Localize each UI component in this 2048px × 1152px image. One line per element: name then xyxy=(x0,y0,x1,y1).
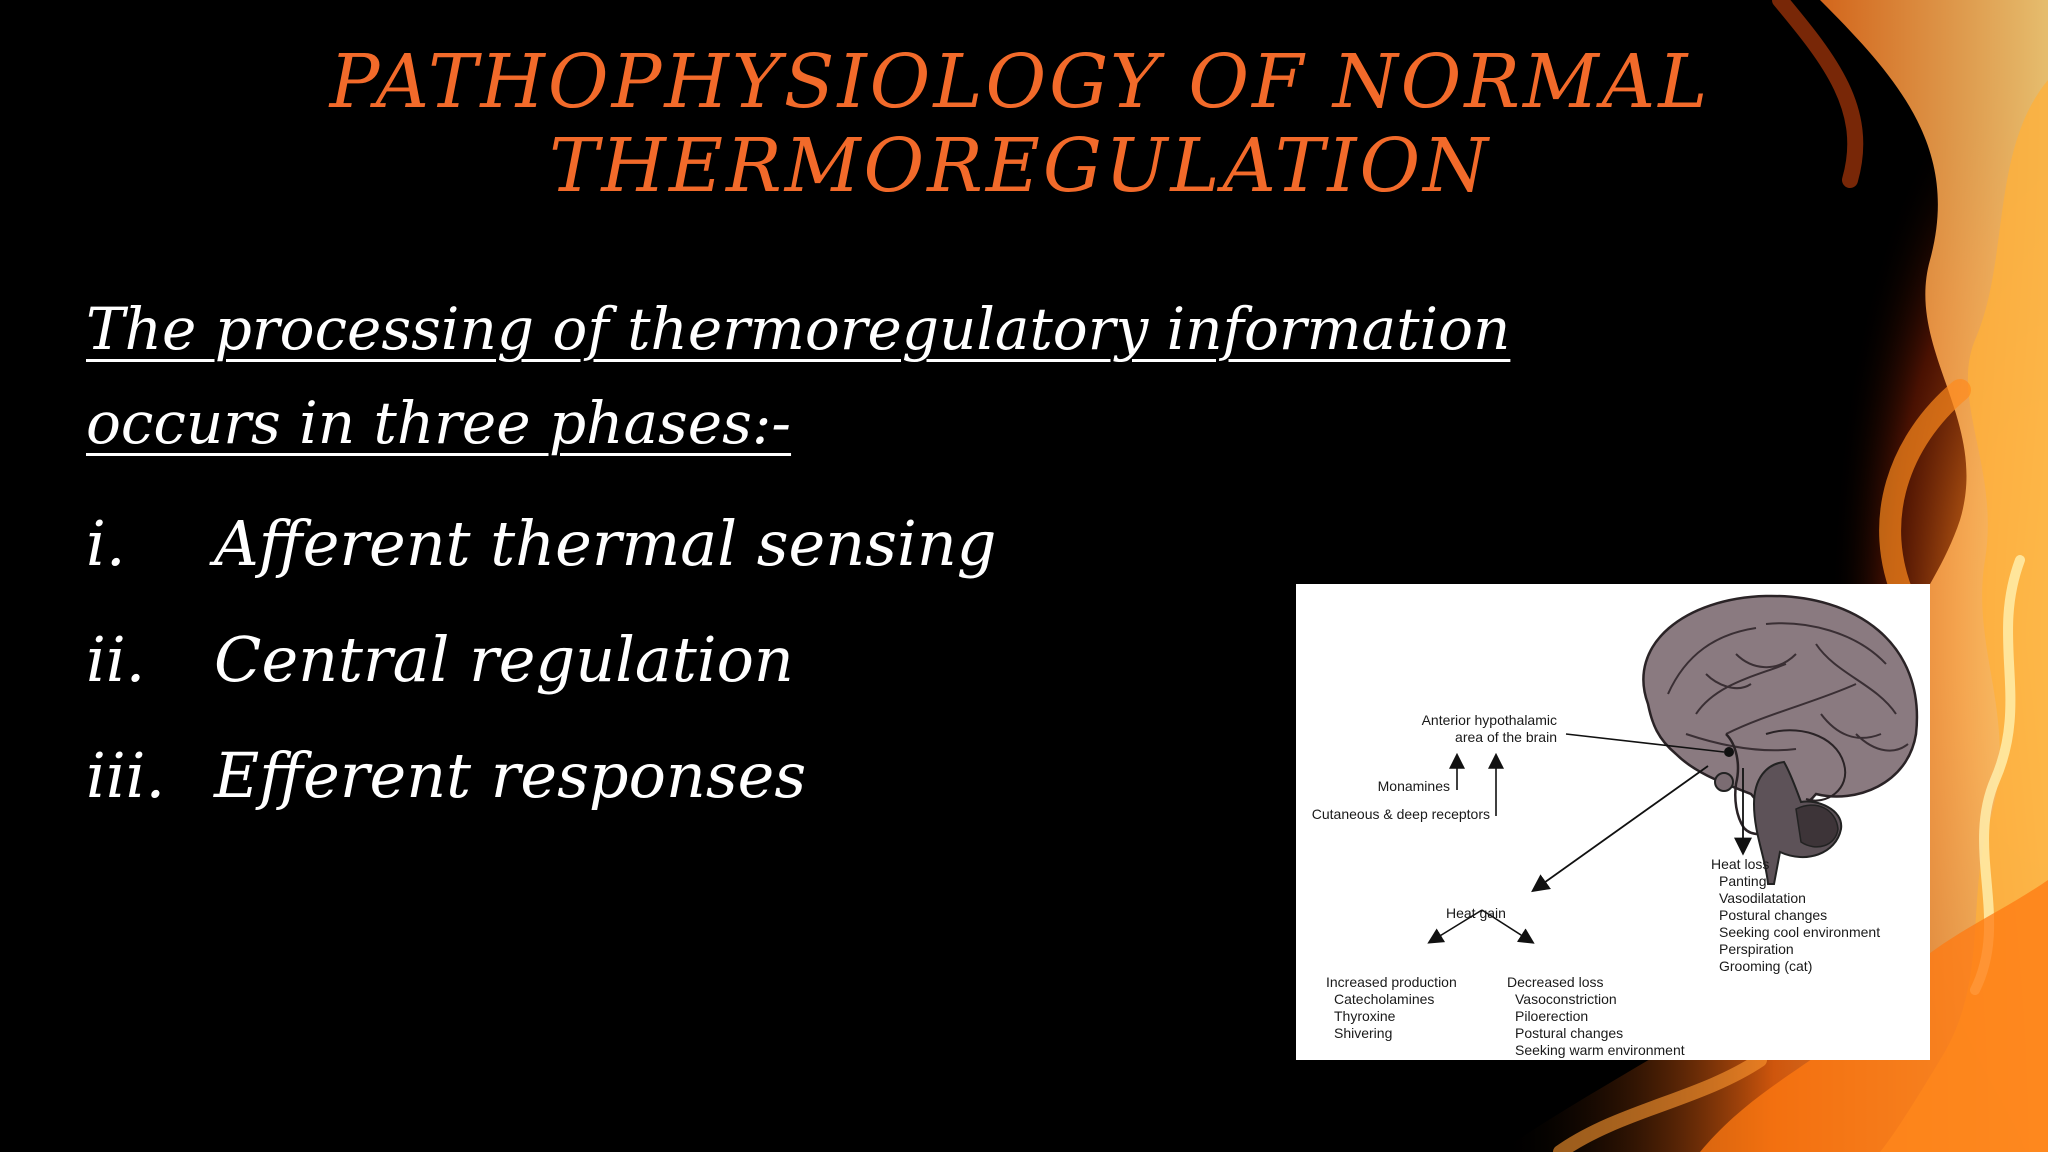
phase-number: ii. xyxy=(86,623,146,696)
intro-line-2: occurs in three phases:- xyxy=(86,389,792,457)
heat-loss-item: Panting xyxy=(1719,873,1766,889)
monamines-label: Monamines xyxy=(1378,778,1450,794)
heat-loss-item: Grooming (cat) xyxy=(1719,958,1812,974)
brain-area-label: area of the brain xyxy=(1455,729,1557,745)
slide-title: PATHOPHYSIOLOGY OF NORMAL THERMOREGULATI… xyxy=(200,40,1840,208)
heat-loss-item: Vasodilatation xyxy=(1719,890,1806,906)
decreased-loss-item: Postural changes xyxy=(1515,1025,1623,1041)
heat-loss-item: Postural changes xyxy=(1719,907,1827,923)
decreased-loss-item: Piloerection xyxy=(1515,1008,1588,1024)
title-line-1: PATHOPHYSIOLOGY OF NORMAL xyxy=(329,39,1711,125)
increased-production-item: Thyroxine xyxy=(1334,1008,1396,1024)
increased-production-item: Catecholamines xyxy=(1334,991,1434,1007)
phase-text: Central regulation xyxy=(214,623,794,696)
anterior-hypothalamic-label: Anterior hypothalamic xyxy=(1422,712,1557,728)
decreased-loss-item: Seeking warm environment xyxy=(1515,1042,1685,1058)
phase-text: Afferent thermal sensing xyxy=(214,507,997,580)
thermoregulation-figure: Anterior hypothalamic area of the brain … xyxy=(1296,584,1930,1060)
intro-text: The processing of thermoregulatory infor… xyxy=(86,282,1786,470)
decreased-loss-item: Vasoconstriction xyxy=(1515,991,1617,1007)
phase-number: iii. xyxy=(86,739,166,812)
title-line-2: THERMOREGULATION xyxy=(549,123,1491,209)
phase-number: i. xyxy=(86,507,126,580)
decreased-loss-label: Decreased loss xyxy=(1507,974,1604,990)
heat-loss-item: Perspiration xyxy=(1719,941,1794,957)
increased-production-label: Increased production xyxy=(1326,974,1457,990)
intro-line-1: The processing of thermoregulatory infor… xyxy=(86,295,1511,363)
increased-production-item: Shivering xyxy=(1334,1025,1392,1041)
heat-loss-item: Seeking cool environment xyxy=(1719,924,1880,940)
heat-loss-label: Heat loss xyxy=(1711,856,1769,872)
receptors-label: Cutaneous & deep receptors xyxy=(1312,806,1490,822)
phase-text: Efferent responses xyxy=(214,739,807,812)
brain-illustration xyxy=(1642,594,1919,885)
heat-gain-label: Heat gain xyxy=(1446,905,1506,921)
thermoregulation-diagram: Anterior hypothalamic area of the brain … xyxy=(1312,594,1919,1058)
